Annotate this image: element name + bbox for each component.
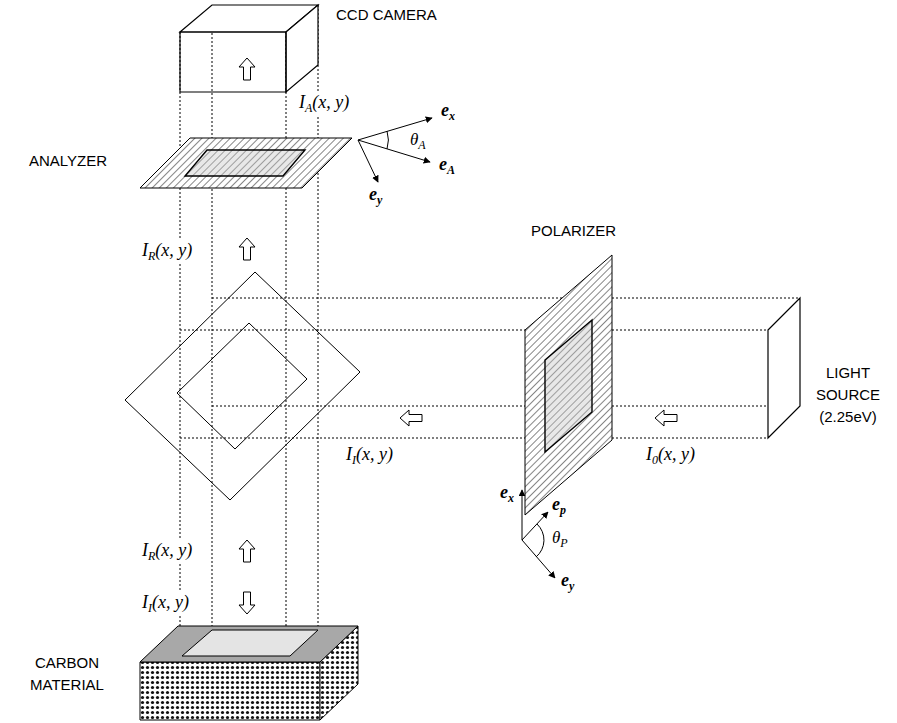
hollow-arrow xyxy=(239,592,255,614)
illuminated-area xyxy=(182,630,318,656)
subscript: x xyxy=(508,491,514,505)
intensity-label: II(x, y) xyxy=(141,592,190,615)
camera-front xyxy=(180,32,286,92)
beam-line xyxy=(212,406,800,407)
symbol: I xyxy=(299,92,305,112)
angle-arc xyxy=(387,131,388,149)
symbol: I xyxy=(142,540,148,560)
axis-arrow xyxy=(358,118,432,140)
beam-splitter xyxy=(125,272,360,500)
splitter-spot xyxy=(177,323,307,449)
subscript: A xyxy=(418,138,425,152)
part-label: CCD CAMERA xyxy=(335,6,438,24)
subscript: I xyxy=(148,601,152,615)
beam-line xyxy=(180,32,181,662)
argument: (x, y) xyxy=(356,444,393,464)
block-top xyxy=(140,626,358,662)
part-label: ANALYZER xyxy=(28,152,108,170)
symbol: e xyxy=(369,184,377,204)
subscript: R xyxy=(148,249,155,263)
polarizer-window xyxy=(545,320,592,452)
symbol: e xyxy=(561,570,569,590)
hollow-arrow xyxy=(400,410,422,426)
axis-arrow xyxy=(358,140,378,182)
hollow-arrow xyxy=(239,238,255,260)
hollow-arrow xyxy=(239,540,255,562)
axis-label: ep xyxy=(551,494,567,517)
argument: (x, y) xyxy=(658,444,695,464)
intensity-label: I0(x, y) xyxy=(645,444,696,467)
subscript: x xyxy=(449,109,455,123)
subscript: I xyxy=(352,453,356,467)
subscript: R xyxy=(148,549,155,563)
symbol: I xyxy=(142,592,148,612)
intensity-label: IR(x, y) xyxy=(141,540,193,563)
block-front xyxy=(140,662,320,720)
part-label: POLARIZER xyxy=(530,222,617,240)
symbol: e xyxy=(552,494,560,514)
axis-label: ex xyxy=(440,100,456,123)
axis-label: ex xyxy=(499,482,515,505)
camera-side xyxy=(286,5,318,92)
argument: (x, y) xyxy=(312,92,349,112)
subscript: P xyxy=(560,536,567,550)
beam-outline xyxy=(180,5,800,662)
symbol: e xyxy=(441,100,449,120)
subscript: y xyxy=(377,193,382,207)
intensity-label: IR(x, y) xyxy=(141,240,193,263)
symbol: θ xyxy=(410,130,418,149)
symbol: I xyxy=(646,444,652,464)
symbol: I xyxy=(346,444,352,464)
carbon-block xyxy=(140,626,358,720)
angle-label: θA xyxy=(409,130,427,152)
symbol: I xyxy=(142,240,148,260)
argument: (x, y) xyxy=(152,592,189,612)
axis-arrow xyxy=(522,490,523,540)
analyzer-outer xyxy=(140,138,352,188)
splitter-outer xyxy=(125,272,360,500)
subscript: y xyxy=(569,579,574,593)
light-source xyxy=(768,298,800,438)
analyzer-window xyxy=(185,150,305,176)
subscript: A xyxy=(447,163,455,177)
part-label: CARBON MATERIAL xyxy=(12,652,122,696)
beam-line xyxy=(212,298,800,299)
subscript: A xyxy=(305,101,312,115)
angle-arc xyxy=(536,524,544,557)
beam-line xyxy=(286,32,287,660)
intensity-label: IA(x, y) xyxy=(298,92,350,115)
hollow-arrow xyxy=(655,410,677,426)
polarizer-outer xyxy=(525,255,612,515)
symbol: θ xyxy=(552,528,560,547)
beam-line xyxy=(180,330,768,331)
intensity-label: II(x, y) xyxy=(345,444,394,467)
symbol: e xyxy=(500,482,508,502)
beam-line xyxy=(212,5,213,630)
hollow-arrow xyxy=(239,58,255,80)
argument: (x, y) xyxy=(155,240,192,260)
analyzer-plate xyxy=(140,138,352,188)
angle-label: θP xyxy=(551,528,569,550)
subscript: 0 xyxy=(652,453,658,467)
part-label: LIGHT SOURCE (2.25eV) xyxy=(803,362,893,427)
polarizer-axes xyxy=(522,490,555,578)
polarizer-plate xyxy=(525,255,612,515)
axis-label: ey xyxy=(368,184,383,207)
beam-line xyxy=(180,438,768,439)
axis-label: eA xyxy=(438,154,456,177)
axis-label: ey xyxy=(560,570,575,593)
subscript: p xyxy=(560,503,566,517)
symbol: e xyxy=(439,154,447,174)
analyzer-axes xyxy=(358,118,432,182)
beam-arrows xyxy=(239,58,677,614)
argument: (x, y) xyxy=(155,540,192,560)
axis-arrow xyxy=(522,540,555,578)
ccd-camera xyxy=(180,5,318,92)
